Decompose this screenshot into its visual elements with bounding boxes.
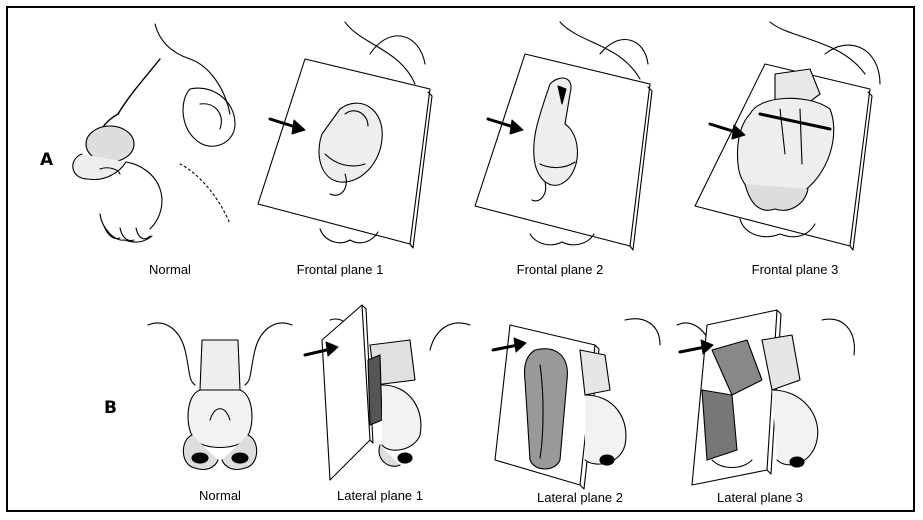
caption-a-normal: Normal [120,262,220,277]
panel-b-lateral-1-illustration [300,300,480,485]
caption-a-frontal-2: Frontal plane 2 [490,262,630,277]
panel-a-normal-illustration [60,14,260,254]
panel-a-frontal-2-illustration [470,14,670,254]
caption-b-normal: Normal [175,488,265,503]
panel-a-frontal-1-illustration [250,14,450,254]
panel-b-normal-illustration [140,300,300,485]
row-b-label: B [104,398,117,418]
row-a-label: A [40,150,53,170]
caption-b-lateral-3: Lateral plane 3 [690,490,830,505]
caption-a-frontal-1: Frontal plane 1 [270,262,410,277]
caption-b-lateral-2: Lateral plane 2 [515,490,645,505]
caption-b-lateral-1: Lateral plane 1 [315,488,445,503]
panel-b-lateral-3-illustration [672,300,862,485]
caption-a-frontal-3: Frontal plane 3 [720,262,870,277]
panel-a-frontal-3-illustration [690,14,900,254]
panel-b-lateral-2-illustration [485,300,665,485]
